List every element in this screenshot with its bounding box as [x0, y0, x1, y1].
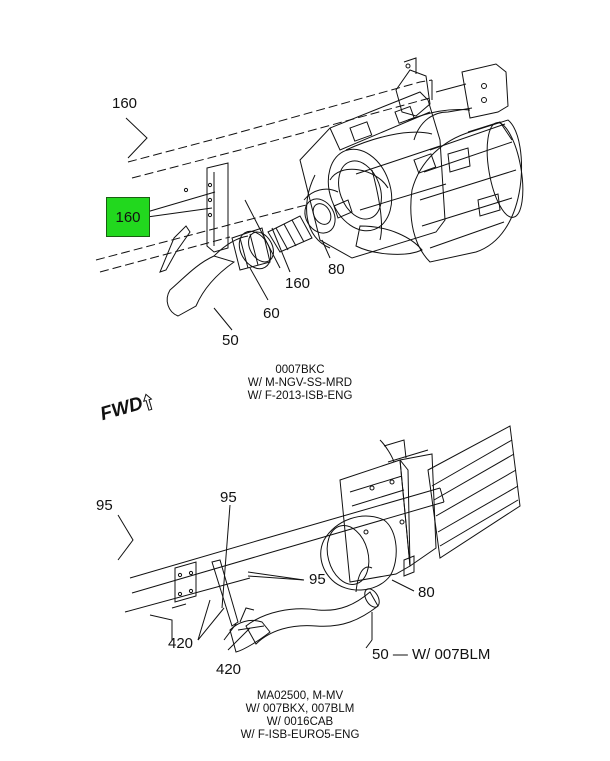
callout-95-right: 95 [309, 571, 326, 588]
fwd-indicator: FWD [98, 390, 156, 426]
top-caption: 0007BKC W/ M-NGV-SS-MRD W/ F-2013-ISB-EN… [230, 364, 370, 403]
callout-160-lower: 160 [285, 275, 311, 292]
bottom-caption: MA02500, M-MV W/ 007BKX, 007BLM W/ 0016C… [230, 690, 370, 742]
top-callout-leaders [125, 117, 331, 331]
bottom-mount-plate [174, 561, 197, 603]
top-aftertreatment-module [299, 91, 447, 259]
callout-50-number: 50 [372, 646, 389, 663]
bottom-frame-rail [124, 487, 445, 640]
top-frame-rail [95, 79, 433, 273]
callout-95-left: 95 [96, 497, 113, 514]
callout-80-bottom: 80 [418, 584, 435, 601]
top-tailpipe [166, 227, 274, 317]
bottom-caption-line1: MA02500, M-MV [256, 690, 344, 702]
callout-50-bottom: 50 — W/ 007BLM [372, 647, 490, 662]
fwd-arrow-icon [143, 393, 153, 411]
callout-50-note: — W/ 007BLM [392, 646, 491, 663]
top-caption-line3: W/ F-2013-ISB-ENG [247, 390, 353, 402]
top-dpf-canister [410, 107, 524, 263]
callout-420-upper: 420 [168, 635, 194, 652]
bottom-aftertreatment [320, 439, 437, 591]
callout-420-lower: 420 [216, 661, 242, 678]
callout-80-top: 80 [328, 261, 345, 278]
top-caption-line2: W/ M-NGV-SS-MRD [247, 377, 353, 389]
bottom-heat-shield [403, 425, 521, 577]
top-upper-bracket [395, 57, 509, 121]
bottom-caption-line3: W/ 0016CAB [266, 716, 334, 728]
callout-95-center: 95 [220, 489, 237, 506]
top-caption-line1: 0007BKC [275, 364, 325, 376]
callout-160-highlighted[interactable]: 160 [106, 197, 150, 237]
top-flex-pipe [267, 188, 353, 253]
callout-160-bracket: 160 [112, 95, 138, 112]
callout-50-top: 50 [222, 332, 239, 349]
bottom-callout-leaders [117, 504, 415, 651]
bottom-caption-line2: W/ 007BKX, 007BLM [245, 703, 355, 715]
top-bracket [159, 162, 229, 273]
bottom-caption-line4: W/ F-ISB-EURO5-ENG [240, 729, 360, 741]
callout-60: 60 [263, 305, 280, 322]
bottom-hangers [211, 559, 271, 653]
